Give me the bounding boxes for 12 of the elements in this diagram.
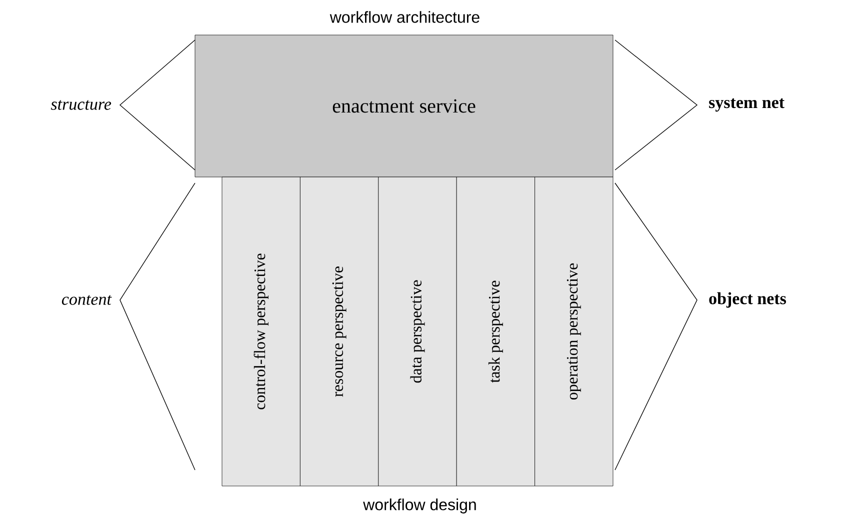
- column-box: task perspective: [456, 176, 535, 486]
- side-label: content: [62, 295, 112, 305]
- caption: workflow design: [363, 498, 476, 514]
- side-label: system net: [709, 98, 784, 112]
- column-box: data perspective: [378, 176, 457, 486]
- column-box: control-flow perspective: [222, 176, 300, 486]
- side-label: object nets: [709, 292, 786, 308]
- side-label: structure: [50, 100, 112, 110]
- column-box: operation perspective: [534, 176, 614, 486]
- header-box: enactment service: [194, 34, 614, 178]
- title: workflow architecture: [330, 11, 480, 23]
- column-box: resource perspective: [300, 176, 379, 486]
